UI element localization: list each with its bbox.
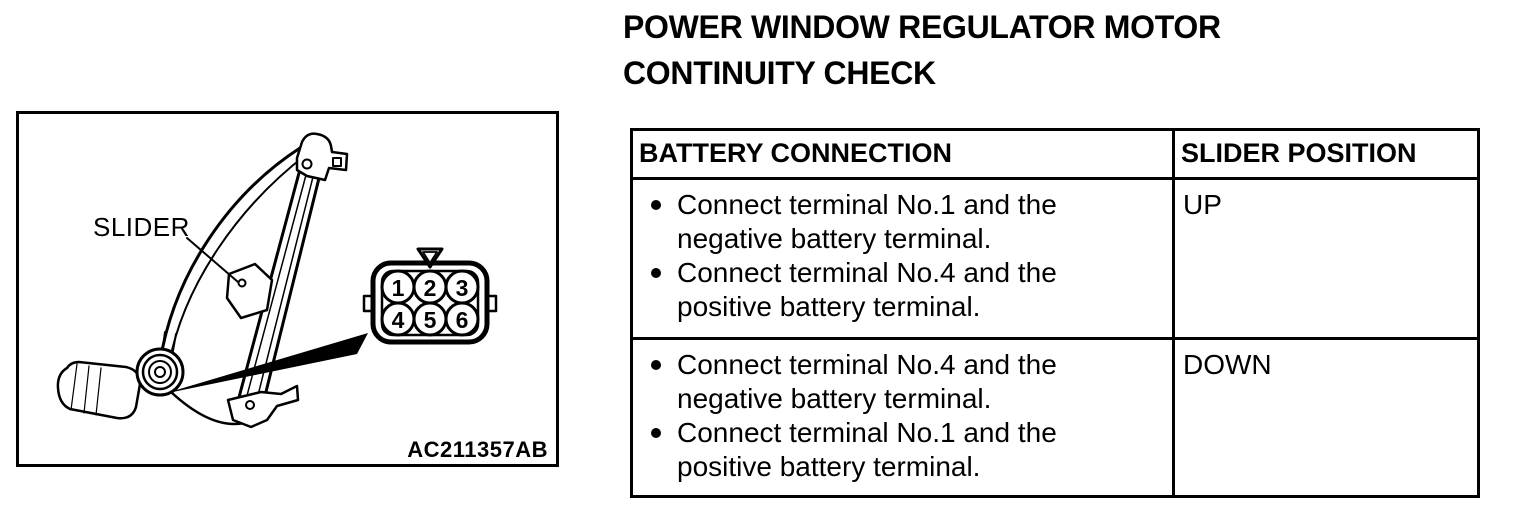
table-row: Connect terminal No.4 and the negative b… xyxy=(630,337,1480,498)
slider-leader-line xyxy=(186,237,239,283)
connector-pinout: 1 2 3 4 5 6 xyxy=(362,247,498,345)
connector-pointer-arrow xyxy=(163,333,368,394)
page-title-line1: POWER WINDOW REGULATOR MOTOR xyxy=(623,9,1221,45)
table-header-row: BATTERY CONNECTION SLIDER POSITION xyxy=(630,128,1480,180)
page-title-line2: CONTINUITY CHECK xyxy=(623,55,936,91)
bullet-icon xyxy=(651,200,661,210)
connector-pin-number: 1 xyxy=(392,275,405,301)
battery-connection-cell: Connect terminal No.1 and the negative b… xyxy=(630,177,1175,340)
figure-frame: 1 2 3 4 5 6 SLIDER AC211357AB xyxy=(16,111,559,467)
instruction-bullet: Connect terminal No.4 and the positive b… xyxy=(651,256,1172,324)
slider-callout-label: SLIDER xyxy=(93,212,190,242)
instruction-bullet: Connect terminal No.1 and the positive b… xyxy=(651,416,1172,484)
instruction-text: Connect terminal No.4 and the negative b… xyxy=(677,349,1057,414)
connector-pin-number: 6 xyxy=(456,307,469,333)
table-row: Connect terminal No.1 and the negative b… xyxy=(630,177,1480,340)
continuity-check-table: BATTERY CONNECTION SLIDER POSITION Conne… xyxy=(630,128,1480,498)
instruction-text: Connect terminal No.4 and the positive b… xyxy=(677,257,1057,322)
bullet-icon xyxy=(651,428,661,438)
instruction-text: Connect terminal No.1 and the negative b… xyxy=(677,189,1057,254)
slider-position-value: DOWN xyxy=(1172,337,1480,498)
connector-pin-number: 5 xyxy=(424,307,437,333)
column-header-battery-connection: BATTERY CONNECTION xyxy=(630,128,1175,180)
instruction-bullet: Connect terminal No.4 and the negative b… xyxy=(651,348,1172,416)
bullet-icon xyxy=(651,360,661,370)
connector-pin-number: 3 xyxy=(456,275,469,301)
window-regulator-illustration: 1 2 3 4 5 6 xyxy=(56,132,498,429)
instruction-text: Connect terminal No.1 and the positive b… xyxy=(677,417,1057,482)
connector-pin-number: 4 xyxy=(392,307,405,333)
page-title: POWER WINDOW REGULATOR MOTOR CONTINUITY … xyxy=(623,4,1221,96)
bullet-icon xyxy=(651,268,661,278)
connector-pin-number: 2 xyxy=(424,275,437,301)
slider-position-value: UP xyxy=(1172,177,1480,340)
figure-code: AC211357AB xyxy=(407,437,548,462)
battery-connection-cell: Connect terminal No.4 and the negative b… xyxy=(630,337,1175,498)
column-header-slider-position: SLIDER POSITION xyxy=(1172,128,1480,180)
instruction-bullet: Connect terminal No.1 and the negative b… xyxy=(651,188,1172,256)
